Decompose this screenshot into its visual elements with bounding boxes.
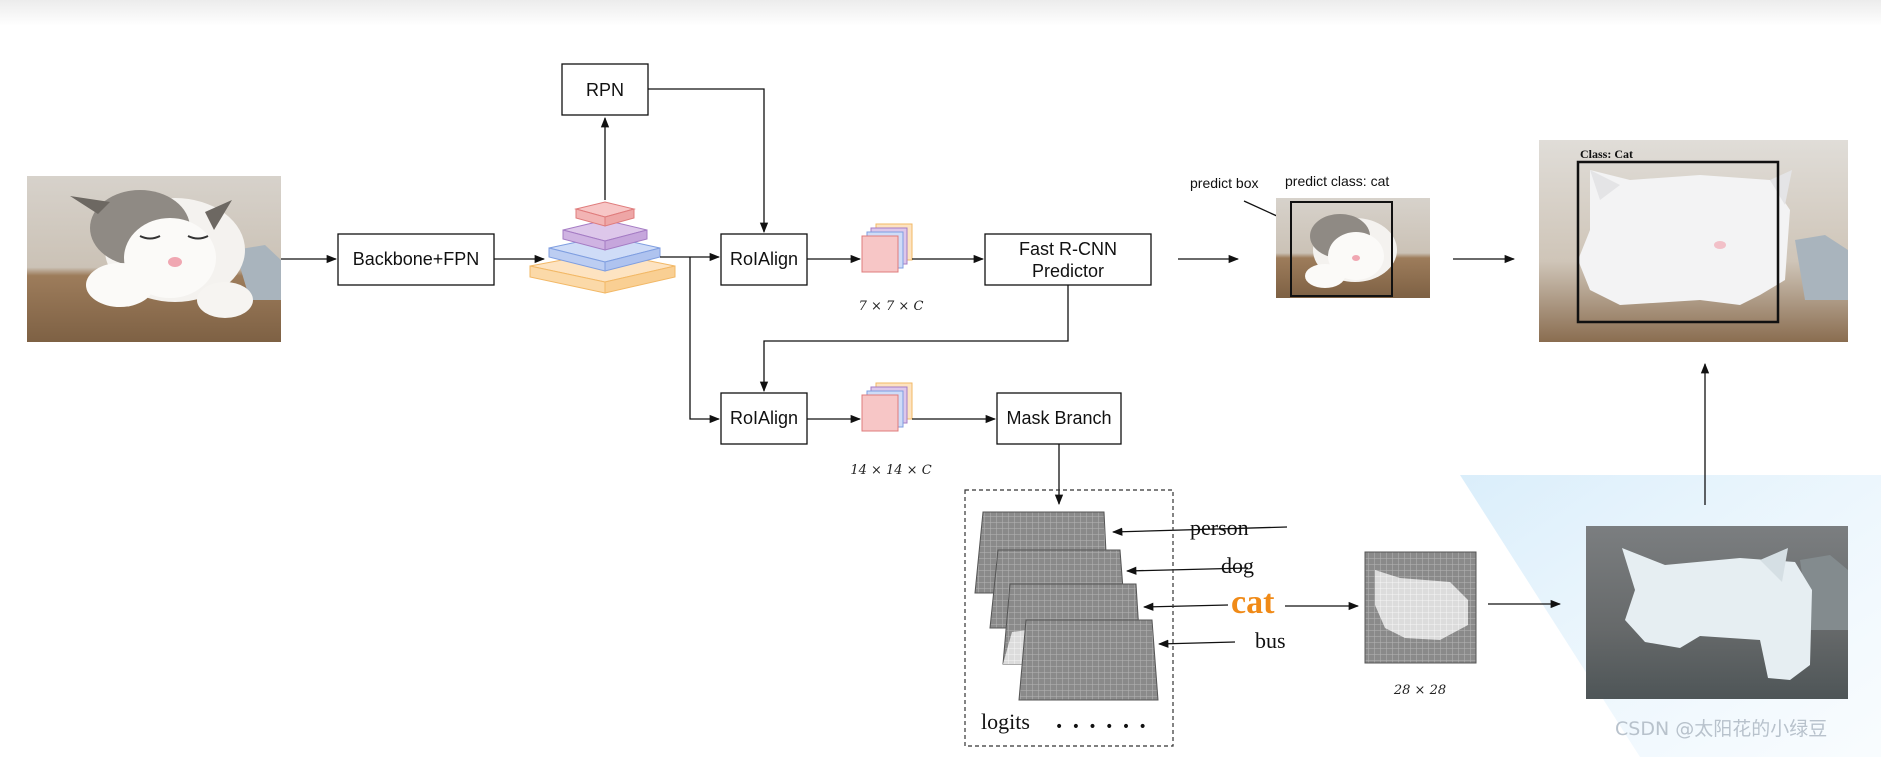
rpn-node: RPN	[561, 63, 649, 116]
mask-28x28-grid-icon	[1364, 551, 1477, 664]
predict-cat-photo	[1276, 198, 1430, 298]
arrow-icon	[689, 257, 721, 424]
feature-map-stack-icon-bottom	[861, 382, 913, 432]
arrow-icon	[1142, 602, 1229, 611]
fast-rcnn-predictor-node: Fast R-CNN Predictor	[984, 233, 1152, 286]
arrow-icon	[1125, 566, 1249, 575]
rpn-label: RPN	[586, 80, 624, 100]
predict-class-label: predict class: cat	[1285, 173, 1389, 189]
mask-branch-label: Mask Branch	[1006, 408, 1111, 428]
feature-map-stack-icon-top	[861, 223, 913, 273]
backbone-fpn-node: Backbone+FPN	[337, 233, 495, 286]
logits-dots: • • • • • •	[1055, 719, 1149, 735]
result-class-label: Class: Cat	[1580, 147, 1633, 161]
feature-pyramid-icon	[529, 201, 676, 294]
masked-cat-photo	[1586, 526, 1848, 699]
roialign-top-node: RoIAlign	[720, 233, 808, 286]
arrow-icon	[759, 285, 1069, 393]
watermark: CSDN @太阳花的小绿豆	[1615, 718, 1827, 740]
logits-container	[964, 489, 1174, 747]
class-label-cat: cat	[1231, 584, 1275, 621]
connector-arrows	[281, 88, 1710, 648]
roialign-bottom-label: RoIAlign	[730, 408, 798, 428]
dim-label-top: 7 × 7 × C	[859, 299, 924, 314]
mask-branch-node: Mask Branch	[996, 392, 1122, 445]
class-label-dog: dog	[1221, 553, 1254, 578]
predict-box-label: predict box	[1190, 175, 1258, 191]
arrow-icon	[1157, 639, 1236, 648]
top-shadow-band	[0, 0, 1881, 26]
dim-label-bottom: 14 × 14 × C	[850, 463, 931, 478]
input-cat-photo	[27, 176, 281, 342]
arrow-icon	[1111, 526, 1288, 536]
fast-rcnn-label-line1: Fast R-CNN	[1019, 239, 1117, 259]
class-label-person: person	[1190, 515, 1249, 540]
logits-label: logits	[981, 709, 1030, 734]
roialign-top-label: RoIAlign	[730, 249, 798, 269]
class-label-bus: bus	[1255, 628, 1286, 653]
arrow-icon	[648, 88, 769, 234]
fast-rcnn-label-line2: Predictor	[1032, 261, 1104, 281]
mask-grid-icon-stack	[974, 511, 1159, 701]
dim-label-mask: 28 × 28	[1393, 683, 1446, 698]
roialign-bottom-node: RoIAlign	[720, 392, 808, 445]
backbone-fpn-label: Backbone+FPN	[353, 249, 480, 269]
result-cat-photo	[1539, 140, 1848, 342]
